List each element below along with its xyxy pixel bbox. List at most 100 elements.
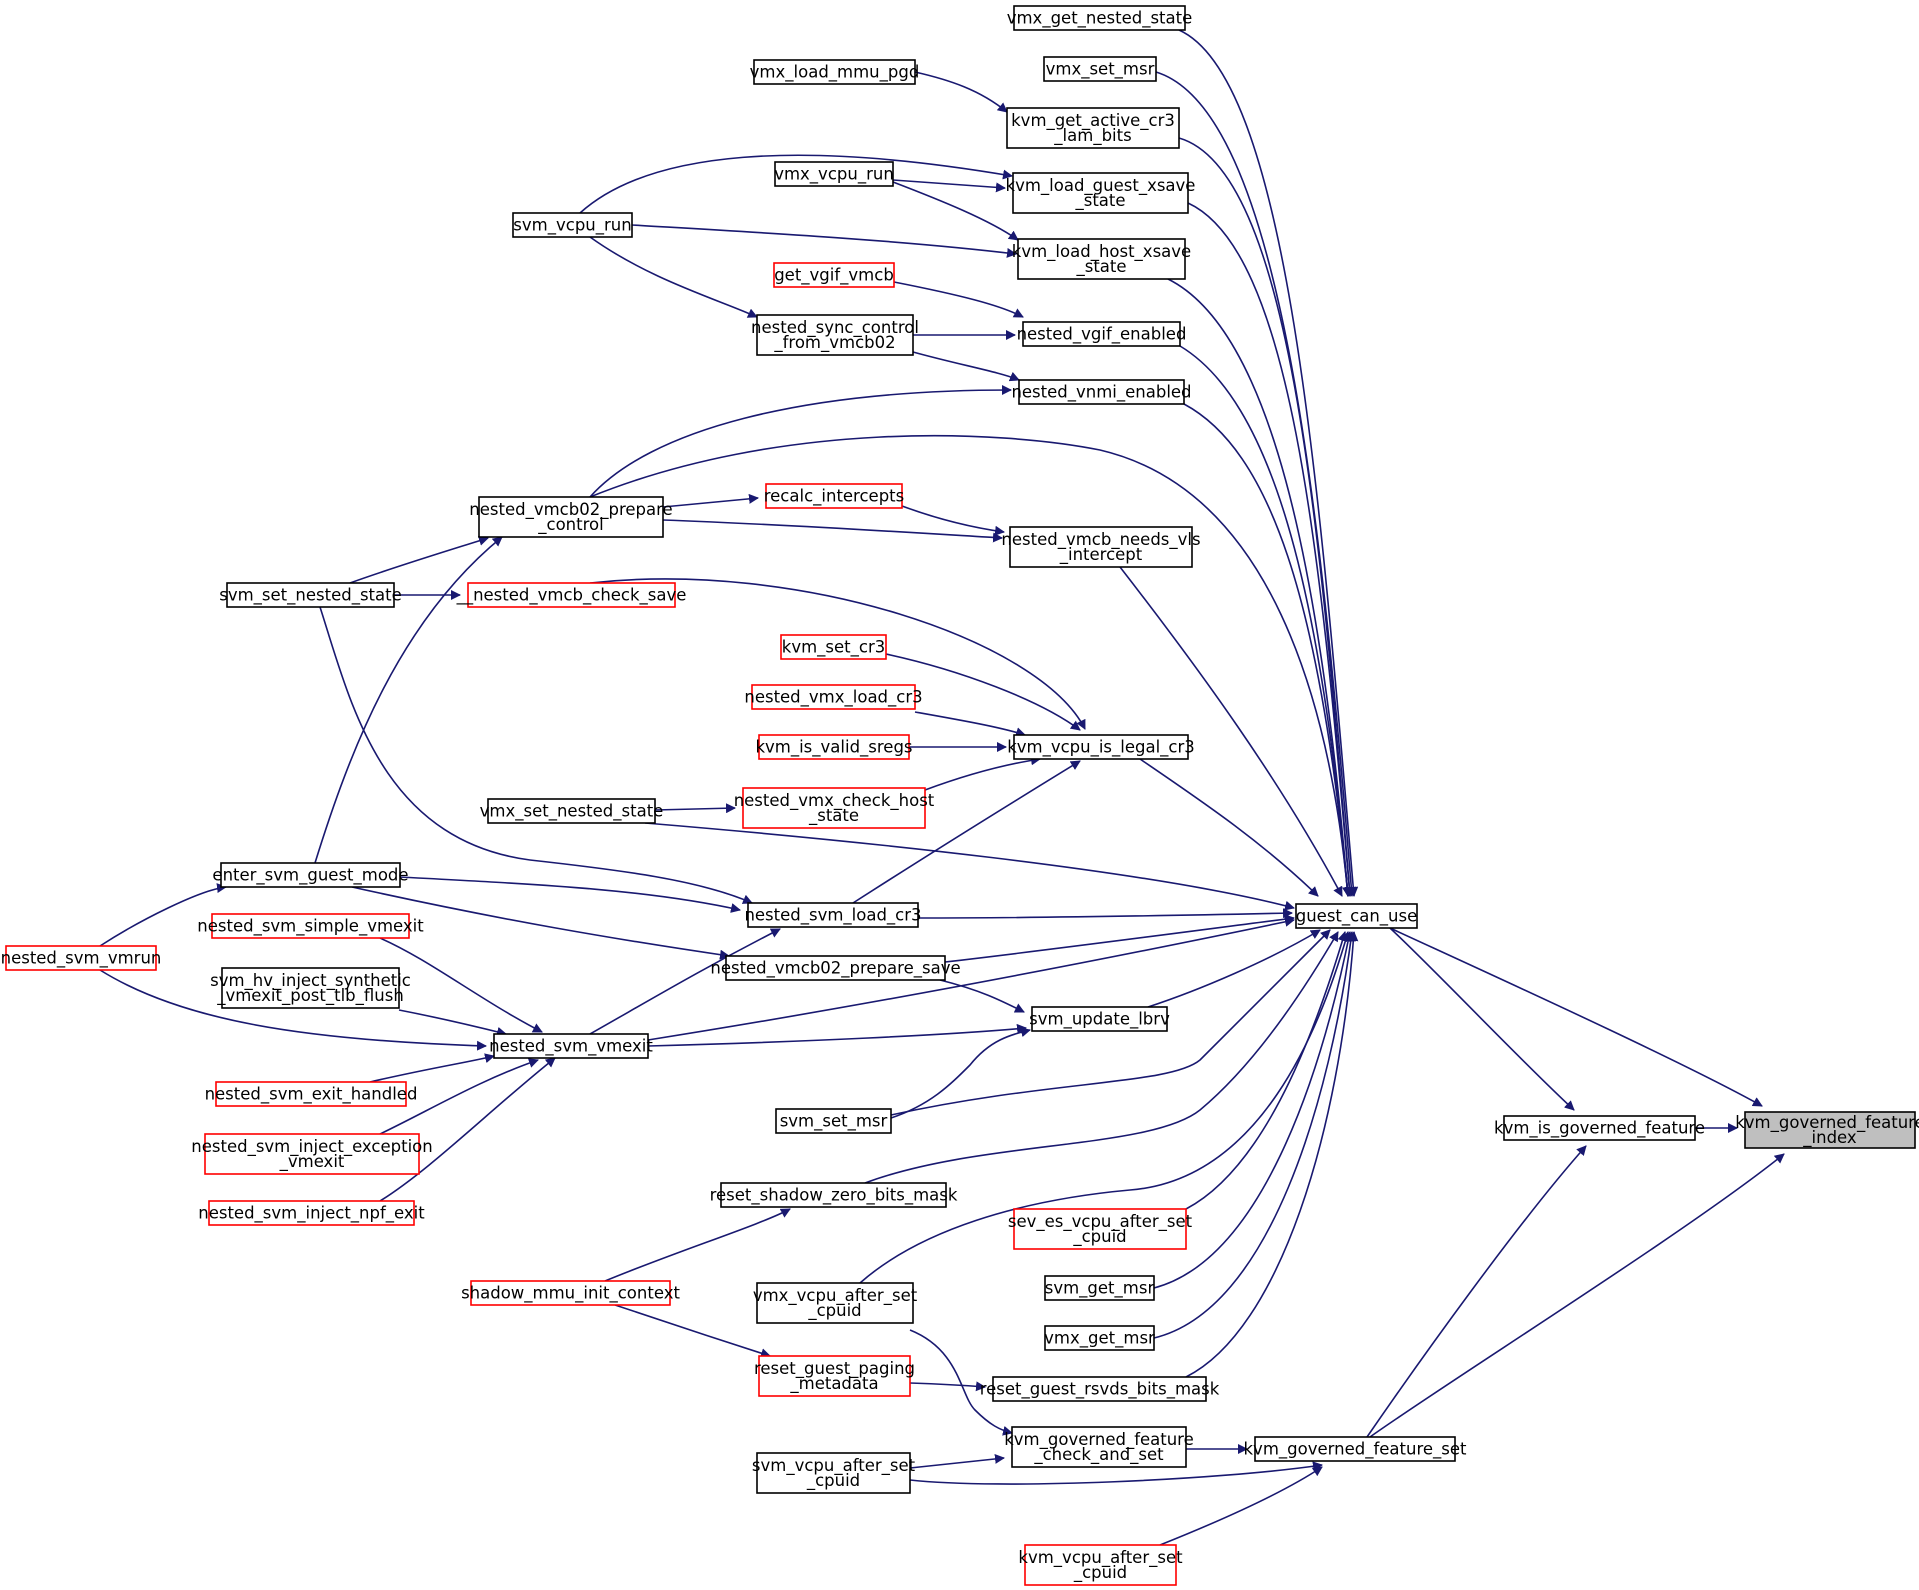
node-sev-es-vcpu-after-set-cpuid[interactable]: sev_es_vcpu_after_set_cpuid	[1008, 1208, 1193, 1250]
node-nested-vmx-check-host-state[interactable]: nested_vmx_check_host_state	[734, 787, 935, 829]
node-nested-svm-load-cr3[interactable]: nested_svm_load_cr3	[744, 902, 922, 928]
node-nested-vmcb02-prepare-save[interactable]: nested_vmcb02_prepare_save	[710, 955, 961, 981]
node-vmx-get-nested-state[interactable]: vmx_get_nested_state	[1007, 5, 1193, 31]
node-kvm-governed-feature-check-and-set[interactable]: kvm_governed_feature_check_and_set	[1004, 1426, 1194, 1468]
node-recalc-intercepts[interactable]: recalc_intercepts	[764, 483, 905, 509]
call-edge-svr-nsc	[589, 236, 758, 318]
node-label: vmx_set_msr	[1046, 60, 1155, 80]
node-box	[1043, 56, 1157, 82]
node-nested-vmx-load-cr3[interactable]: nested_vmx_load_cr3	[744, 684, 923, 710]
call-edge-prepctl-recalc	[662, 493, 759, 508]
call-edge-vlmp-cr3lam	[914, 71, 1008, 113]
node-nested-sync-control-from-vmcb02[interactable]: nested_sync_control_from_vmcb02	[751, 314, 919, 356]
node-label: svm_vcpu_after_set	[752, 1456, 916, 1476]
node-nested-svm-vmrun[interactable]: nested_svm_vmrun	[1, 945, 162, 971]
node-kvm-is-governed-feature[interactable]: kvm_is_governed_feature	[1494, 1115, 1705, 1141]
call-edge-legal-gcu	[1139, 758, 1319, 897]
node-label: kvm_is_valid_sregs	[755, 738, 912, 758]
node-vmx-vcpu-run[interactable]: vmx_vcpu_run	[774, 161, 894, 187]
node-get-vgif-vmcb[interactable]: get_vgif_vmcb	[773, 262, 895, 288]
node-nested-vmcb-needs-vls-intercept[interactable]: nested_vmcb_needs_vls_intercept	[1001, 526, 1201, 568]
node-reset-guest-paging-metadata[interactable]: reset_guest_paging_metadata	[754, 1355, 915, 1397]
node-box	[208, 1200, 415, 1226]
node-enter-svm-guest-mode[interactable]: enter_svm_guest_mode	[212, 862, 409, 888]
node-label: kvm_load_guest_xsave	[1006, 176, 1196, 196]
call-edge-svmcpuid-set	[909, 1461, 1323, 1485]
call-edge-vmxsns-gcu	[644, 822, 1295, 911]
node-box	[1022, 321, 1181, 347]
call-edge-recalc-vls	[901, 505, 1005, 536]
node-label: __nested_vmcb_check_save	[456, 586, 687, 606]
node-nested-svm-inject-npf-exit[interactable]: nested_svm_inject_npf_exit	[198, 1200, 425, 1226]
node-label: recalc_intercepts	[764, 487, 905, 507]
call-edge-vmxsns-nvchs	[654, 803, 736, 814]
node-box	[220, 862, 401, 888]
node-reset-guest-rsvds-bits-mask[interactable]: reset_guest_rsvds_bits_mask	[980, 1376, 1220, 1402]
node-kvm-governed-feature-set[interactable]: kvm_governed_feature_set	[1244, 1436, 1468, 1462]
node-kvm-vcpu-is-legal-cr3[interactable]: kvm_vcpu_is_legal_cr3	[1007, 734, 1195, 760]
node-kvm-get-active-cr3-lam-bits[interactable]: kvm_get_active_cr3_lam_bits	[1006, 107, 1180, 149]
node-label: nested_sync_control	[751, 318, 919, 338]
node-label: _control	[537, 515, 603, 535]
node-guest-can-use[interactable]: guest_can_use	[1295, 903, 1418, 929]
call-edge-esgm-prepctl	[314, 536, 503, 864]
node-label: guest_can_use	[1296, 907, 1418, 927]
node-label: reset_guest_paging	[754, 1359, 915, 1379]
node-svm-set-nested-state[interactable]: svm_set_nested_state	[219, 582, 402, 608]
node-kvm-load-guest-xsave-state[interactable]: kvm_load_guest_xsave_state	[1006, 172, 1196, 214]
node-kvm-set-cr3[interactable]: kvm_set_cr3	[780, 634, 887, 660]
node-vmx-load-mmu-pgd[interactable]: vmx_load_mmu_pgd	[750, 59, 920, 85]
node-nested-svm-vmexit[interactable]: nested_svm_vmexit	[489, 1033, 653, 1059]
node-svm-hv-inject-synthetic-vmexit-post-tlb-flush[interactable]: svm_hv_inject_synthetic_vmexit_post_tlb_…	[210, 967, 411, 1009]
node-box	[992, 1376, 1207, 1402]
node-label: nested_vmx_check_host	[734, 791, 935, 811]
node-kvm-load-host-xsave-state[interactable]: kvm_load_host_xsave_state	[1012, 238, 1191, 280]
call-edge-vmxcpuid-gcu	[859, 931, 1351, 1284]
node-box	[1503, 1115, 1696, 1141]
node-nested-vmcb02-prepare-control[interactable]: nested_vmcb02_prepare_control	[469, 496, 673, 538]
call-edge-vsm-gcu	[1155, 71, 1357, 897]
call-edge-gvv-nvgif	[893, 281, 1024, 318]
node-vmx-set-nested-state[interactable]: vmx_set_nested_state	[480, 798, 664, 824]
node-box	[5, 945, 157, 971]
node-svm-vcpu-after-set-cpuid[interactable]: svm_vcpu_after_set_cpuid	[752, 1452, 916, 1494]
node-label: nested_svm_simple_vmexit	[197, 917, 424, 937]
node-svm-set-msr[interactable]: svm_set_msr	[775, 1108, 892, 1134]
call-edge-svr-lhx	[631, 224, 1017, 258]
call-edge-rgpm-rgrbm	[909, 1381, 986, 1392]
call-edge-smic-rgpm	[614, 1304, 771, 1359]
node-nested-vgif-enabled[interactable]: nested_vgif_enabled	[1017, 321, 1187, 347]
call-edge-ssns-nsl	[319, 606, 753, 904]
node-label: reset_shadow_zero_bits_mask	[710, 1186, 958, 1206]
node-vmx-vcpu-after-set-cpuid[interactable]: vmx_vcpu_after_set_cpuid	[753, 1282, 918, 1324]
node-label: _vmexit	[279, 1152, 345, 1172]
node-vmx-get-msr[interactable]: vmx_get_msr	[1044, 1325, 1155, 1351]
node-box	[1024, 1544, 1177, 1586]
node-label: nested_vmcb_needs_vls	[1001, 530, 1200, 550]
node-kvm-vcpu-after-set-cpuid[interactable]: kvm_vcpu_after_set_cpuid	[1018, 1544, 1183, 1586]
node-box	[775, 1108, 892, 1134]
node-nested-svm-simple-vmexit[interactable]: nested_svm_simple_vmexit	[197, 913, 424, 939]
node-kvm-is-valid-sregs[interactable]: kvm_is_valid_sregs	[755, 734, 913, 760]
node-box	[1744, 1111, 1916, 1149]
node-nested-svm-inject-exception-vmexit[interactable]: nested_svm_inject_exception_vmexit	[191, 1133, 433, 1175]
call-edge-vls-gcu	[1119, 566, 1343, 897]
call-edge-nvlc-legal	[914, 711, 1026, 738]
node-vmx-set-msr[interactable]: vmx_set_msr	[1043, 56, 1157, 82]
node-svm-vcpu-run[interactable]: svm_vcpu_run	[512, 212, 633, 238]
node-label: _from_vmcb02	[773, 333, 895, 353]
call-edge-svmmsr-lbrv	[890, 1027, 1031, 1119]
node-nested-vnmi-enabled[interactable]: nested_vnmi_enabled	[1011, 379, 1192, 405]
node-label: _cpuid	[806, 1471, 860, 1491]
call-edge-vgns-gcu	[1178, 29, 1359, 897]
node-svm-update-lbrv[interactable]: svm_update_lbrv	[1029, 1006, 1170, 1032]
call-edge-vmexit-nsl	[589, 928, 781, 1035]
node-nested-vmcb-check-save[interactable]: __nested_vmcb_check_save	[456, 582, 687, 608]
node-reset-shadow-zero-bits-mask[interactable]: reset_shadow_zero_bits_mask	[710, 1182, 958, 1208]
node-label: _state	[1075, 257, 1126, 277]
node-nested-svm-exit-handled[interactable]: nested_svm_exit_handled	[205, 1081, 418, 1107]
node-shadow-mmu-init-context[interactable]: shadow_mmu_init_context	[461, 1280, 680, 1306]
node-kvm-governed-feature-index[interactable]: kvm_governed_feature_index	[1735, 1111, 1919, 1149]
node-svm-get-msr[interactable]: svm_get_msr	[1044, 1275, 1155, 1301]
